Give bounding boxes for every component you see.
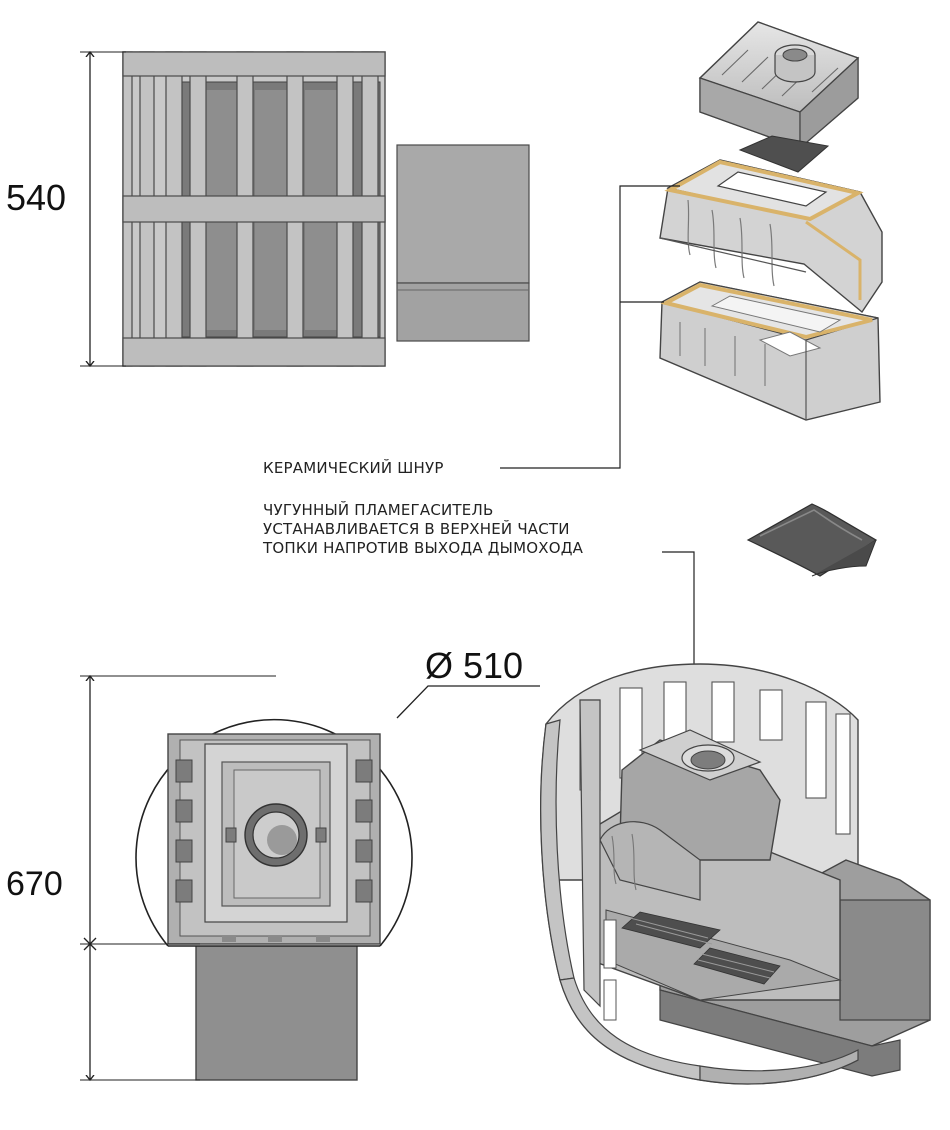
side-view bbox=[80, 52, 530, 366]
top-view bbox=[80, 676, 540, 1080]
flame-damper-label-line-3: ТОПКИ НАПРОТИВ ВЫХОДА ДЫМОХОДА bbox=[263, 539, 584, 557]
top-lid-part bbox=[698, 21, 860, 150]
ceramic-cord-label: КЕРАМИЧЕСКИЙ ШНУР bbox=[263, 459, 444, 477]
flame-damper-part bbox=[662, 503, 878, 668]
gasket-plate-part bbox=[738, 135, 830, 173]
dimension-height-top: 540 bbox=[6, 177, 67, 218]
upper-firebox-part bbox=[659, 159, 883, 314]
flame-damper-label: ЧУГУННЫЙ ПЛАМЕГАСИТЕЛЬ УСТАНАВЛИВАЕТСЯ В… bbox=[263, 501, 583, 558]
lower-firebox-part bbox=[659, 281, 881, 421]
dimension-height-bottom: 670 bbox=[6, 865, 63, 903]
cutaway-isometric-view bbox=[540, 663, 931, 1085]
dimension-diameter: Ø 510 bbox=[425, 645, 524, 686]
flame-damper-label-line-1: ЧУГУННЫЙ ПЛАМЕГАСИТЕЛЬ bbox=[263, 501, 494, 519]
exploded-view bbox=[500, 21, 883, 469]
flame-damper-label-line-2: УСТАНАВЛИВАЕТСЯ В ВЕРХНЕЙ ЧАСТИ bbox=[263, 520, 570, 538]
